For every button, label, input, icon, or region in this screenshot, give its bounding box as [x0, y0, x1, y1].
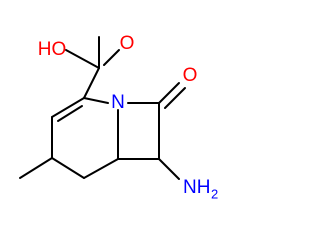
bond-c7-amine — [158, 158, 180, 180]
acid-carbonyl-oxygen-label: O — [120, 33, 135, 54]
bond-n1-c2 — [83, 97, 109, 104]
amine-label: NH — [183, 177, 210, 198]
ring-nitrogen-label: N — [111, 92, 125, 113]
bond-cooh-oh — [65, 49, 100, 69]
molecule-structure: HO O N O NH 2 — [19, 33, 218, 201]
bond-cooh-o-double-b — [103, 49, 120, 66]
lactam-oxygen-label: O — [183, 65, 198, 86]
bond-c2-cooh — [83, 67, 100, 99]
bond-c5-c6 — [83, 158, 119, 179]
amine-subscript-label: 2 — [211, 186, 218, 201]
bond-c2-c3-double-b — [57, 105, 83, 122]
bond-c8-o-double-b — [164, 87, 186, 109]
bond-c8-o-double-a — [158, 82, 180, 104]
bond-c2-c3-double-a — [51, 97, 85, 118]
hydroxyl-label: HO — [38, 39, 67, 60]
bond-c4-c5 — [51, 157, 85, 179]
bond-c4-methyl — [19, 157, 53, 179]
